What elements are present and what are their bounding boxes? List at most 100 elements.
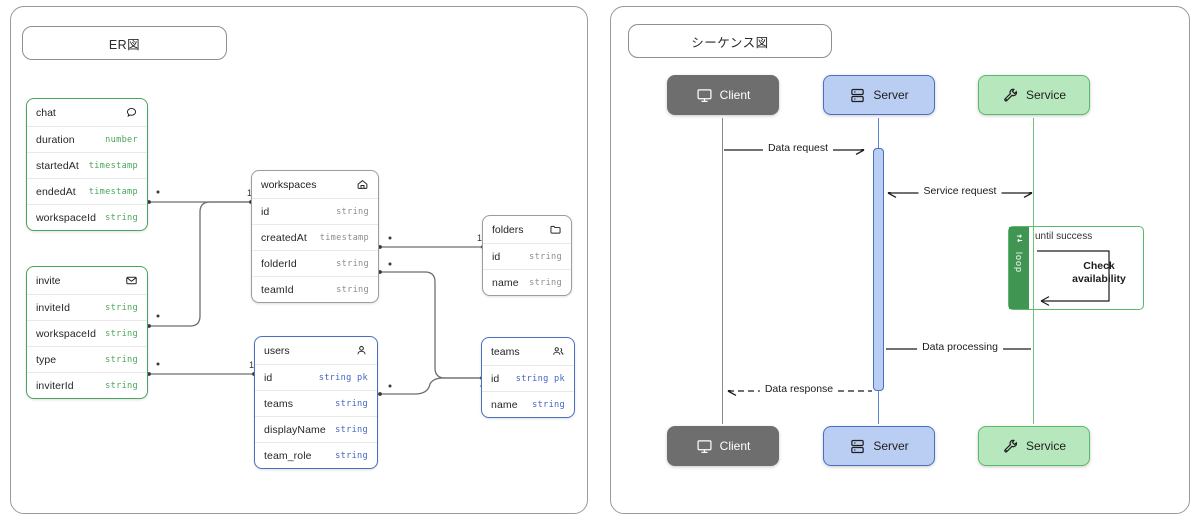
monitor-icon	[696, 438, 713, 455]
sequence-diagram-title: シーケンス図	[628, 24, 832, 58]
field-type: string	[105, 302, 138, 313]
loop-self-message-label: Check availability	[1072, 260, 1126, 285]
table-field-row: id string	[483, 243, 571, 269]
message-data-request[interactable]: Data request	[724, 142, 872, 163]
table-field-row: id string pk	[482, 365, 574, 391]
cardinality-label: 1	[247, 188, 253, 198]
table-field-row: teams string	[255, 390, 377, 416]
actor-service-bottom[interactable]: Service	[978, 426, 1090, 466]
sequence-diagram-title-label: シーケンス図	[691, 35, 769, 50]
server-stack-icon	[849, 438, 866, 455]
actor-label: Server	[873, 88, 909, 102]
field-name: inviterId	[36, 379, 74, 392]
message-label: Data request	[762, 142, 834, 154]
field-type: string	[529, 251, 562, 262]
table-name: workspaces	[261, 178, 317, 191]
people-group-icon	[551, 345, 565, 358]
table-field-row: id string pk	[255, 364, 377, 390]
wrench-icon	[1002, 438, 1019, 455]
actor-server-bottom[interactable]: Server	[823, 426, 935, 466]
message-label: Data processing	[917, 341, 1003, 353]
field-name: workspaceId	[36, 211, 97, 224]
field-name: id	[261, 205, 270, 218]
table-field-row: endedAt timestamp	[27, 178, 147, 204]
person-icon	[355, 344, 368, 357]
field-name: teams	[264, 397, 294, 410]
actor-client-top[interactable]: Client	[667, 75, 779, 115]
actor-label: Client	[719, 439, 751, 453]
field-type: string	[336, 284, 369, 295]
table-field-row: inviterId string	[27, 372, 147, 398]
field-type: string	[336, 206, 369, 217]
field-type: string pk	[515, 373, 565, 384]
table-header: users	[255, 337, 377, 364]
message-label: Service request	[918, 185, 1002, 197]
field-type: timestamp	[88, 186, 138, 197]
field-type: string	[335, 424, 368, 435]
table-field-row: createdAt timestamp	[252, 224, 378, 250]
loop-fragment[interactable]: loop until success Check availability	[1008, 226, 1144, 310]
field-type: string	[105, 212, 138, 223]
table-field-row: startedAt timestamp	[27, 152, 147, 178]
er-table-folders[interactable]: folders id string name string	[482, 215, 572, 296]
table-field-row: name string	[483, 269, 571, 295]
field-type: string	[105, 354, 138, 365]
er-table-workspaces[interactable]: workspaces id string createdAt timestamp…	[251, 170, 379, 303]
table-field-row: teamId string	[252, 276, 378, 302]
envelope-icon	[125, 274, 138, 287]
table-field-row: workspaceId string	[27, 320, 147, 346]
loop-tab: loop	[1009, 227, 1029, 309]
message-data-response[interactable]: Data response	[724, 383, 874, 404]
chat-bubble-icon	[125, 106, 138, 119]
lifeline-service	[1033, 118, 1035, 424]
field-name: createdAt	[261, 231, 307, 244]
field-type: string	[335, 450, 368, 461]
actor-service-top[interactable]: Service	[978, 75, 1090, 115]
field-type: string	[335, 398, 368, 409]
table-name: users	[264, 344, 290, 357]
field-name: id	[264, 371, 273, 384]
table-field-row: inviteId string	[27, 294, 147, 320]
table-name: chat	[36, 106, 56, 119]
field-name: name	[491, 398, 518, 411]
field-name: workspaceId	[36, 327, 97, 340]
field-name: name	[492, 276, 519, 289]
message-data-processing[interactable]: Data processing	[886, 341, 1034, 362]
home-icon	[356, 178, 369, 191]
table-field-row: duration number	[27, 126, 147, 152]
field-type: timestamp	[319, 232, 369, 243]
table-header: teams	[482, 338, 574, 365]
field-type: string	[105, 328, 138, 339]
table-field-row: team_role string	[255, 442, 377, 468]
loop-condition: until success	[1035, 231, 1093, 242]
message-label: Data response	[759, 383, 839, 395]
wrench-icon	[1002, 87, 1019, 104]
table-header: folders	[483, 216, 571, 243]
er-table-invite[interactable]: invite inviteId string workspaceId strin…	[26, 266, 148, 399]
field-type: string	[336, 258, 369, 269]
lifeline-client	[722, 118, 724, 424]
field-name: startedAt	[36, 159, 79, 172]
actor-client-bottom[interactable]: Client	[667, 426, 779, 466]
table-field-row: displayName string	[255, 416, 377, 442]
field-type: number	[105, 134, 138, 145]
er-table-users[interactable]: users id string pk teams string displayN…	[254, 336, 378, 469]
field-name: displayName	[264, 423, 326, 436]
actor-server-top[interactable]: Server	[823, 75, 935, 115]
field-type: string	[529, 277, 562, 288]
table-name: folders	[492, 223, 524, 236]
cardinality-label: 1	[249, 360, 255, 370]
loop-arrows-icon	[1014, 231, 1025, 249]
field-name: team_role	[264, 449, 312, 462]
er-table-teams[interactable]: teams id string pk name string	[481, 337, 575, 418]
er-table-chat[interactable]: chat duration number startedAt timestamp…	[26, 98, 148, 231]
table-field-row: name string	[482, 391, 574, 417]
table-name: invite	[36, 274, 61, 287]
field-type: string	[532, 399, 565, 410]
field-name: folderId	[261, 257, 297, 270]
cardinality-label: 1	[477, 233, 483, 243]
er-connectors	[147, 190, 485, 396]
message-service-request[interactable]: Service request	[886, 185, 1034, 206]
field-name: type	[36, 353, 57, 366]
field-type: string pk	[318, 372, 368, 383]
